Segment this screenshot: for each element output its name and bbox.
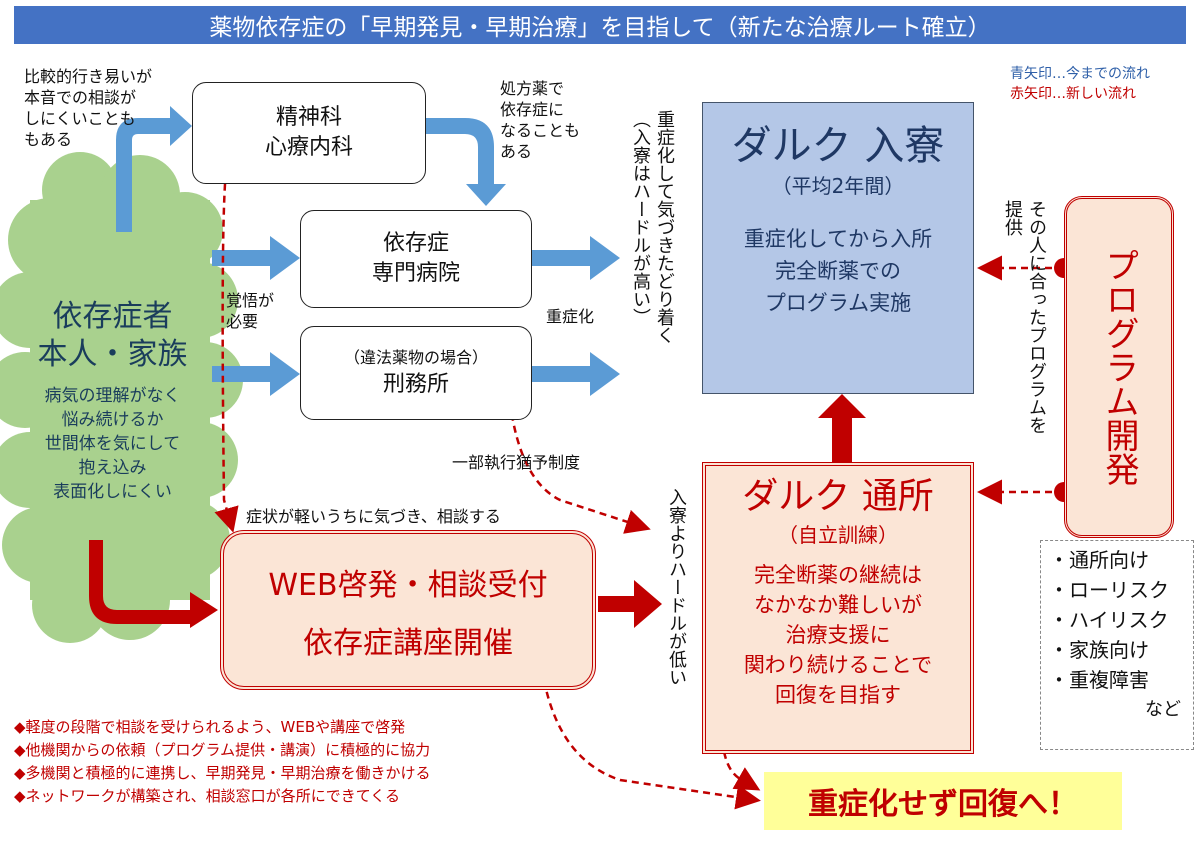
program-list-item: ・重複障害 (1049, 668, 1149, 692)
red-arrow-person-to-web (89, 540, 218, 628)
program-list-item: ・ローリスク (1049, 578, 1169, 602)
note-line: なることも (500, 121, 581, 140)
person-cloud (0, 152, 243, 643)
prison-sub-label: （違法薬物の場合） (343, 348, 488, 367)
program-list-item: ・家族向け (1049, 638, 1149, 662)
vertical-provide-program: その人に合ったプログラムを 提供 (1000, 200, 1048, 550)
vertical-line: （入寮はハードルが高い） (630, 110, 651, 326)
note-serious: 重症化 (546, 307, 595, 326)
page-title: 薬物依存症の「早期発見・早期治療」を目指して（新たな治療ルート確立） (14, 6, 1186, 44)
bullet-item: ◆軽度の段階で相談を受けられるよう、WEBや講座で啓発 (14, 718, 406, 736)
psychiatry-label: 心療内科 (264, 135, 353, 160)
prison-label: 刑務所 (382, 372, 449, 397)
person-desc-line: 世間体を気にして (44, 434, 181, 454)
darc-commute-desc-line: 回復を目指す (775, 683, 901, 707)
psychiatry-label: 精神科 (275, 105, 342, 130)
arrow-legend: 青矢印…今までの流れ 赤矢印…新しい流れ (1010, 64, 1150, 104)
person-desc-line: 抱え込み (78, 458, 147, 478)
person-family-label: 依存症者 本人・家族 病気の理解がなく 悩み続けるか 世間体を気にして 抱え込み… (10, 298, 215, 504)
darc-commute-box: ダルク 通所 （自立訓練） 完全断薬の継続は なかなか難しいが 治療支援に 関わ… (702, 462, 974, 754)
note-line: 依存症に (500, 100, 565, 119)
darc-stay-desc-line: 完全断薬での (775, 259, 901, 283)
darc-commute-desc-line: 関わり続けることで (743, 653, 933, 677)
hospital-label: 依存症 (382, 231, 449, 256)
note-partial-suspension: 一部執行猶予制度 (452, 453, 581, 472)
blue-arrow-psychiatry-to-hospital (426, 118, 506, 206)
vertical-line: その人に合ったプログラムを (1026, 200, 1047, 434)
person-title: 本人・家族 (37, 337, 188, 372)
dashed-commute-to-recovery (712, 718, 761, 791)
web-consultation-box: WEB啓発・相談受付 依存症講座開催 (220, 530, 596, 690)
darc-commute-sub: （自立訓練） (778, 523, 898, 547)
psychiatry-box: 精神科 心療内科 (192, 82, 426, 184)
darc-stay-sub: （平均2年間） (771, 174, 905, 198)
program-development-label: プログラム開発 (1099, 248, 1139, 486)
darc-commute-desc: 完全断薬の継続は なかなか難しいが 治療支援に 関わり続けることで 回復を目指す (706, 560, 970, 710)
program-list: ・通所向け ・ローリスク ・ハイリスク ・家族向け ・重複障害 など (1040, 540, 1194, 750)
vertical-low-hurdle: 入寮よりハードルが低い (666, 488, 687, 686)
hospital-label: 専門病院 (371, 261, 460, 286)
note-prescription: 処方薬で 依存症に なることも ある (500, 78, 580, 162)
vertical-line: 提供 (1002, 200, 1023, 236)
vertical-line: 重症化して気づきたどり着く (654, 110, 675, 344)
darc-commute-desc-line: 完全断薬の継続は (754, 563, 922, 587)
dashed-web-to-recovery (534, 670, 761, 810)
person-desc: 病気の理解がなく 悩み続けるか 世間体を気にして 抱え込み 表面化しにくい (10, 384, 215, 504)
note-line: 本音での相談が (24, 88, 137, 107)
darc-stay-desc: 重症化してから入所 完全断薬での プログラム実施 (703, 223, 973, 319)
prison-box: （違法薬物の場合） 刑務所 (300, 326, 532, 420)
bullet-item: ◆他機関からの依頼（プログラム提供・講演）に積極的に協力 (14, 741, 431, 759)
blue-arrow-to-psychiatry (116, 106, 192, 232)
bullet-item: ◆ネットワークが構築され、相談窓口が各所にできてくる (14, 787, 400, 805)
legend-blue: 青矢印…今までの流れ (1010, 66, 1150, 82)
bullet-item: ◆多機関と積極的に連携し、早期発見・早期治療を働きかける (14, 764, 431, 782)
darc-stay-box: ダルク 入寮 （平均2年間） 重症化してから入所 完全断薬での プログラム実施 (702, 102, 974, 394)
vertical-high-hurdle: 重症化して気づきたどり着く （入寮はハードルが高い） (628, 110, 676, 410)
person-desc-line: 表面化しにくい (53, 482, 172, 502)
note-line: 必要 (226, 312, 259, 331)
blue-arrow-prison-to-darc (532, 352, 620, 396)
note-line: 比較的行き易いが (24, 67, 153, 86)
note-line: もある (24, 130, 73, 149)
darc-commute-desc-line: 治療支援に (785, 623, 891, 647)
note-line: 覚悟が (226, 291, 275, 310)
program-list-item: ・通所向け (1049, 548, 1149, 572)
darc-stay-desc-line: プログラム実施 (764, 291, 912, 315)
blue-arrow-to-prison (212, 352, 300, 396)
web-line1: WEB啓発・相談受付 (268, 568, 548, 603)
person-title: 依存症者 (52, 299, 173, 334)
web-line2: 依存症講座開催 (303, 626, 513, 661)
person-desc-line: 悩み続けるか (61, 410, 164, 430)
legend-red: 赤矢印…新しい流れ (1010, 86, 1136, 102)
note-line: 処方薬で (500, 79, 565, 98)
darc-commute-title: ダルク 通所 (742, 476, 934, 517)
note-line: しにくいことも (24, 109, 136, 128)
bullet-list: ◆軽度の段階で相談を受けられるよう、WEBや講座で啓発 ◆他機関からの依頼（プロ… (14, 716, 431, 808)
red-arrow-commute-to-stay (818, 394, 866, 462)
blue-arrow-hospital-to-darc (532, 236, 620, 280)
program-development-box: プログラム開発 (1064, 196, 1174, 538)
recovery-box: 重症化せず回復へ！ (764, 772, 1122, 830)
darc-stay-title: ダルク 入寮 (731, 123, 945, 169)
specialist-hospital-box: 依存症 専門病院 (300, 210, 532, 308)
program-list-item: ・ハイリスク (1049, 608, 1169, 632)
note-hard-to-go: 比較的行き易いが 本音での相談が しにくいことも もある (24, 66, 152, 150)
red-arrow-web-to-commute (598, 580, 662, 628)
blue-arrow-to-hospital (212, 236, 300, 280)
darc-commute-desc-line: なかなか難しいが (754, 593, 922, 617)
person-desc-line: 病気の理解がなく (44, 386, 181, 406)
note-line: ある (500, 142, 533, 161)
program-list-suffix: など (1145, 699, 1181, 720)
darc-stay-desc-line: 重症化してから入所 (743, 227, 933, 251)
note-early-consult: 症状が軽いうちに気づき、相談する (246, 507, 501, 526)
note-resolve: 覚悟が 必要 (226, 290, 274, 332)
